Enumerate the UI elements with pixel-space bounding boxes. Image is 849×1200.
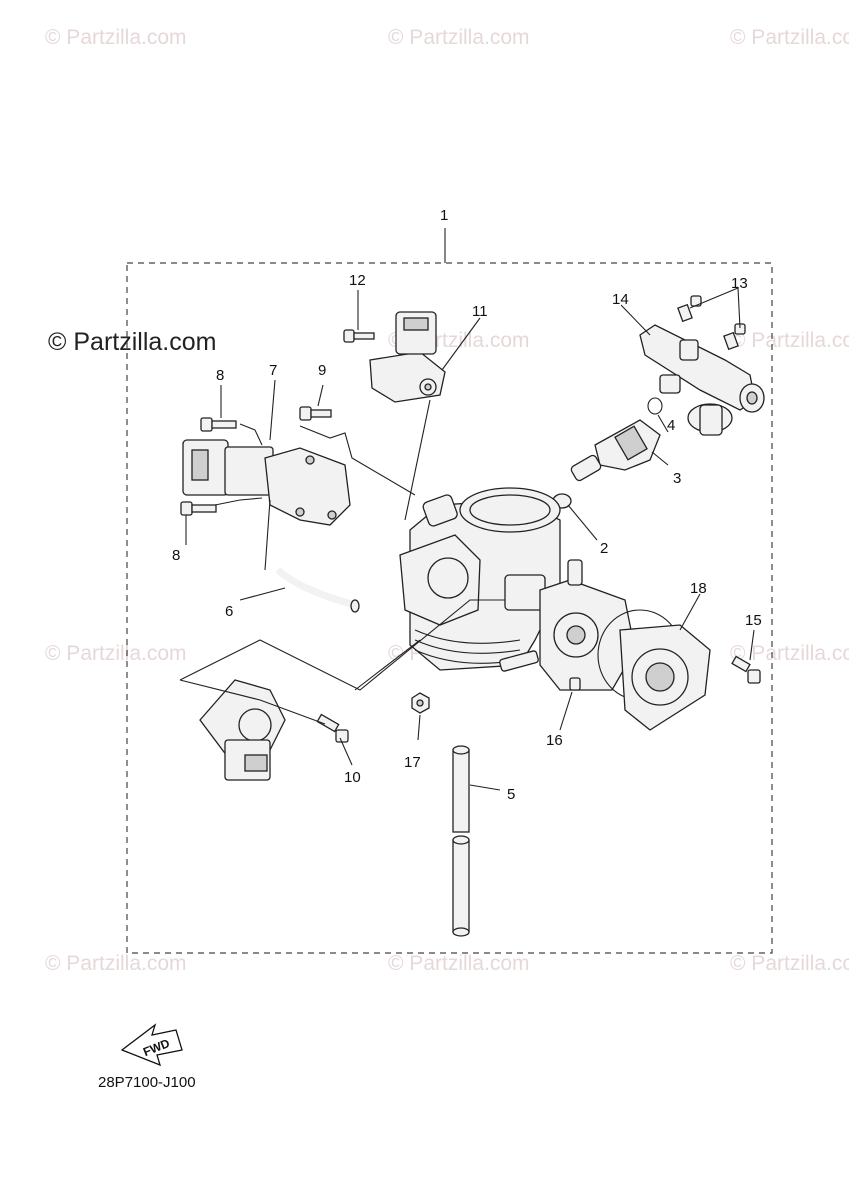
- fwd-arrow-icon: FWD: [120, 1023, 183, 1067]
- watermark: © Partzilla.com: [388, 952, 530, 975]
- part-8-screw: [200, 417, 237, 432]
- watermark: © Partzilla.com: [45, 952, 187, 975]
- throttle-body: [399, 487, 561, 671]
- watermark: © Partzilla.com: [388, 26, 530, 49]
- callout-2: 2: [600, 540, 608, 557]
- callout-1: 1: [440, 207, 448, 224]
- partzilla-logo: © Partzilla.com: [48, 328, 216, 356]
- callout-13: 13: [731, 275, 748, 292]
- watermark: © Partzilla.com: [45, 642, 187, 665]
- watermark: © Partzilla.com: [730, 642, 849, 665]
- part-5-hose: [452, 745, 470, 937]
- callouts: 1 2 3 4 5 6 7 8 8 9 10 11 12 13 14 15 16…: [172, 207, 762, 803]
- part-7-bracket-sensor: [182, 439, 351, 526]
- callout-14: 14: [612, 291, 629, 308]
- part-16-fitting: [569, 677, 581, 691]
- callout-8: 8: [172, 547, 180, 564]
- callout-8: 8: [216, 367, 224, 384]
- part-11-sensor: [369, 311, 446, 403]
- callout-16: 16: [546, 732, 563, 749]
- watermark: © Partzilla.com: [730, 329, 849, 352]
- watermark: © Partzilla.com: [730, 26, 849, 49]
- assembly-boundary: [126, 262, 773, 954]
- callout-9: 9: [318, 362, 326, 379]
- callout-11: 11: [472, 303, 488, 320]
- part-8-screw: [180, 501, 217, 516]
- part-10-sensor: [199, 679, 349, 781]
- nut-hole: [416, 699, 424, 707]
- diagram-code: 28P7100-J100: [98, 1074, 196, 1091]
- callout-4: 4: [667, 417, 675, 434]
- part-6-hose: [275, 567, 360, 613]
- callout-6: 6: [225, 603, 233, 620]
- callout-12: 12: [349, 272, 366, 289]
- part-4-o-ring: [647, 397, 663, 415]
- part-3-injector: [570, 419, 661, 482]
- leader-lines: [179, 287, 755, 791]
- part-15-screw: [731, 655, 761, 684]
- part-9-screw: [299, 406, 332, 421]
- callout-3: 3: [673, 470, 681, 487]
- callout-10: 10: [344, 769, 361, 786]
- part-12-screw: [343, 329, 375, 343]
- callout-18: 18: [690, 580, 707, 597]
- part-13-screws: [677, 295, 746, 351]
- watermark: © Partzilla.com: [45, 26, 187, 49]
- part-14-fuel-rail: [639, 324, 765, 436]
- part-18-cover: [539, 559, 711, 731]
- watermark: © Partzilla.com: [730, 952, 849, 975]
- callout-17: 17: [404, 754, 421, 771]
- callout-5: 5: [507, 786, 515, 803]
- callout-7: 7: [269, 362, 277, 379]
- callout-15: 15: [745, 612, 762, 629]
- hose-fitting: [499, 650, 539, 672]
